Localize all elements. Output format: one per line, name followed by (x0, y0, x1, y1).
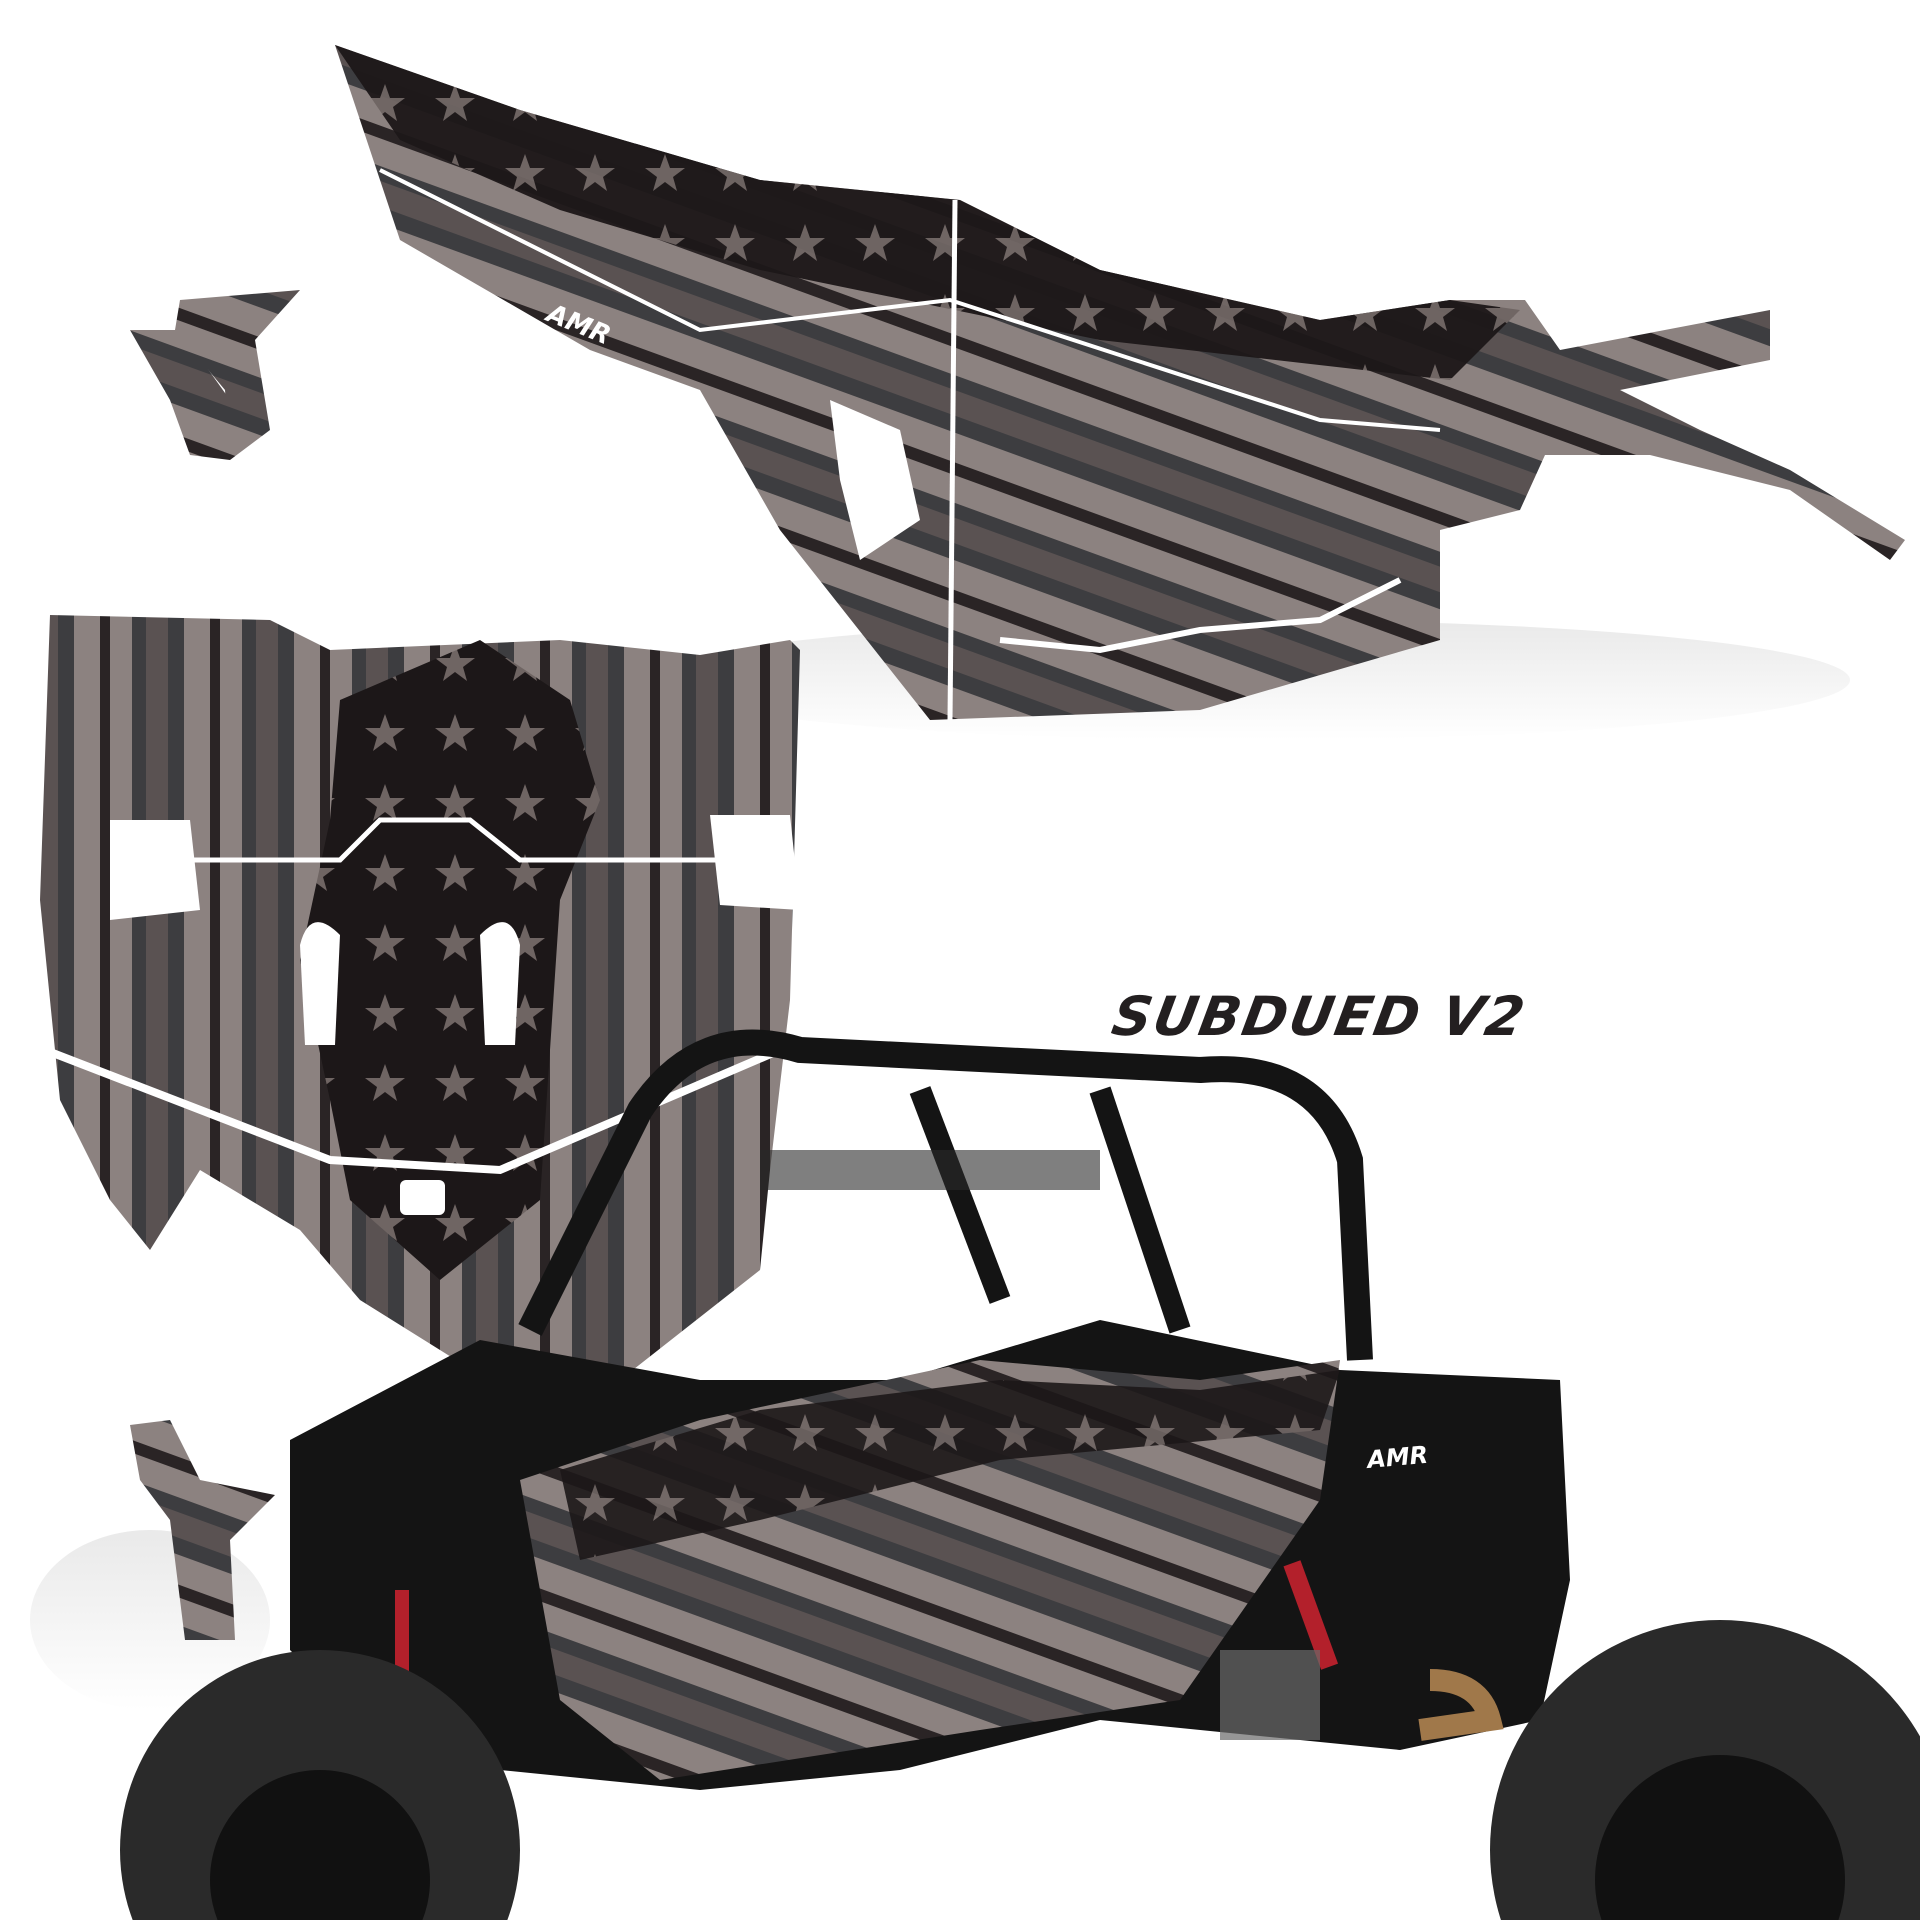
svg-text:AMR: AMR (1364, 1441, 1429, 1474)
small-corner-decal (175, 290, 300, 460)
side-panel-decal: AMR (335, 45, 1905, 721)
amr-logo-vehicle: AMR (1364, 1441, 1429, 1474)
utv-vehicle: AMR (120, 1029, 1920, 1925)
front-rim (210, 1770, 430, 1925)
exhaust-pipe (1418, 1669, 1504, 1741)
design-title: SUBDUED V2 (1107, 985, 1532, 1048)
rear-shock (1283, 1560, 1339, 1670)
small-corner-decal-part (130, 330, 230, 460)
rear-rim (1595, 1755, 1845, 1925)
small-fender-decal (130, 1420, 275, 1640)
